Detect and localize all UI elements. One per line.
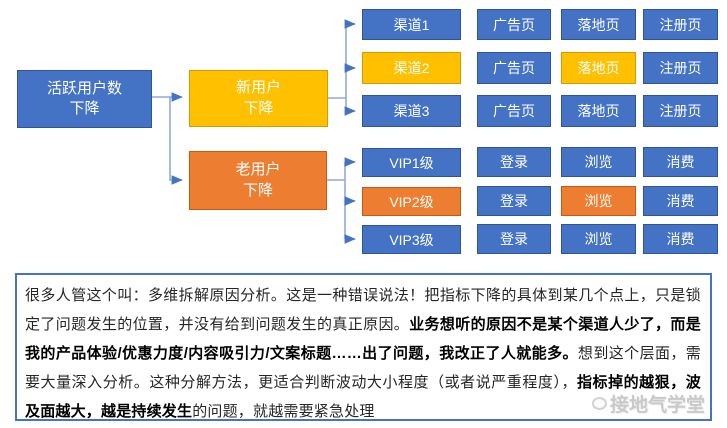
- node-browse-r1: 浏览: [561, 147, 636, 177]
- node-old-users: 老用户 下降: [189, 151, 327, 210]
- node-channel-3: 渠道3: [362, 95, 461, 127]
- node-register-page-r1: 注册页: [643, 9, 718, 40]
- node-landing-page-r3: 落地页: [561, 95, 636, 127]
- node-landing-page-r1: 落地页: [561, 9, 636, 40]
- node-vip-3: VIP3级: [362, 225, 461, 254]
- analysis-run: 想到这个层面，需要大量深入分析。这种分解方法，更适合判断波动大小程度（或者说严重…: [25, 345, 701, 391]
- node-vip-1: VIP1级: [362, 148, 461, 177]
- node-channel-2: 渠道2: [362, 52, 461, 84]
- node-login-r3: 登录: [477, 224, 551, 254]
- node-login-r2: 登录: [477, 186, 551, 216]
- analysis-run: 很多人管这个叫：多维拆解原因分析。这是一种错误说法！把指标下降的具体到某几个点上…: [25, 287, 701, 333]
- node-consume-r2: 消费: [643, 186, 718, 216]
- node-active-users: 活跃用户数 下降: [17, 70, 152, 128]
- analysis-paragraph: 很多人管这个叫：多维拆解原因分析。这是一种错误说法！把指标下降的具体到某几个点上…: [25, 281, 701, 426]
- node-consume-r1: 消费: [643, 147, 718, 177]
- node-ad-page-r1: 广告页: [477, 9, 551, 40]
- analysis-run: 的问题，就越需要紧急处理: [192, 403, 375, 420]
- node-consume-r3: 消费: [643, 224, 718, 254]
- node-vip-2: VIP2级: [362, 187, 461, 216]
- node-browse-r3: 浏览: [561, 224, 636, 254]
- node-channel-1: 渠道1: [362, 9, 461, 40]
- analysis-bold-run: 指标掉的越狠，波及面越大，越是持续发生: [25, 374, 701, 420]
- analysis-text-box: 很多人管这个叫：多维拆解原因分析。这是一种错误说法！把指标下降的具体到某几个点上…: [15, 273, 712, 421]
- node-landing-page-r2: 落地页: [561, 52, 636, 84]
- node-browse-r2: 浏览: [561, 186, 636, 216]
- node-new-users: 新用户 下降: [189, 70, 328, 127]
- node-login-r1: 登录: [477, 147, 551, 177]
- node-register-page-r2: 注册页: [643, 52, 718, 84]
- analysis-bold-run: 业务想听的原因不是某个渠道人少了，而是我的产品体验/优惠力度/内容吸引力/文案标…: [25, 316, 701, 362]
- node-ad-page-r2: 广告页: [477, 52, 551, 84]
- node-register-page-r3: 注册页: [643, 95, 718, 127]
- node-ad-page-r3: 广告页: [477, 95, 551, 127]
